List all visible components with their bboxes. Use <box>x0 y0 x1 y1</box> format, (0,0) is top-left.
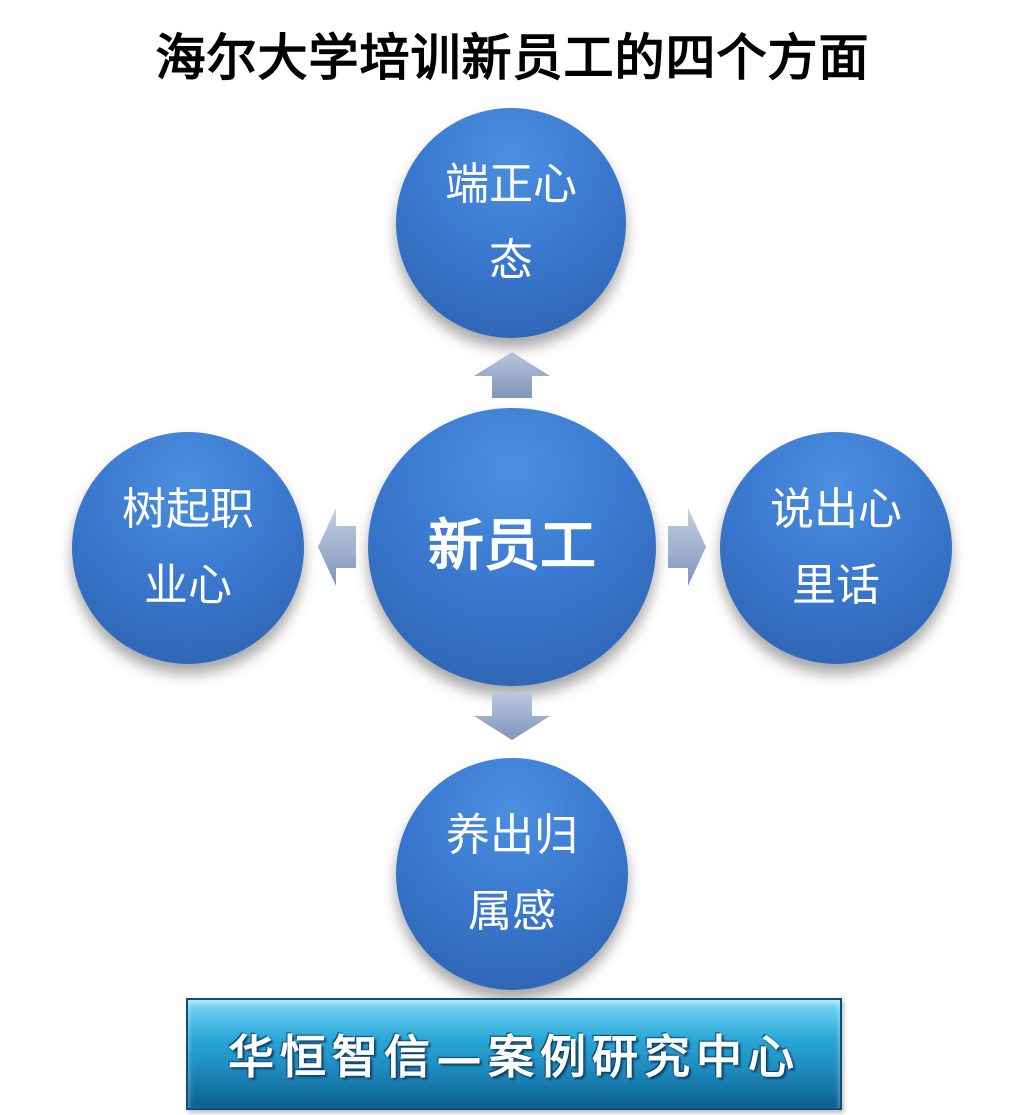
node-top: 端正心态 <box>396 108 626 338</box>
footer-banner-text: 华恒智信—案例研究中心 <box>228 1030 800 1084</box>
node-right: 说出心里话 <box>720 432 952 664</box>
node-center: 新员工 <box>368 408 656 686</box>
node-right-label: 说出心里话 <box>770 484 902 611</box>
arrow-up-icon <box>474 352 550 398</box>
node-center-label: 新员工 <box>428 514 596 579</box>
node-bottom-label: 养出归属感 <box>446 810 578 937</box>
arrow-down-icon <box>474 694 550 740</box>
node-left-label: 树起职业心 <box>122 484 254 611</box>
node-top-label: 端正心态 <box>445 159 577 286</box>
arrow-left-icon <box>318 508 356 586</box>
footer-banner: 华恒智信—案例研究中心 <box>186 998 842 1110</box>
page-title: 海尔大学培训新员工的四个方面 <box>155 29 870 87</box>
arrow-right-icon <box>668 508 706 586</box>
node-bottom: 养出归属感 <box>396 758 628 990</box>
node-left: 树起职业心 <box>72 432 304 664</box>
